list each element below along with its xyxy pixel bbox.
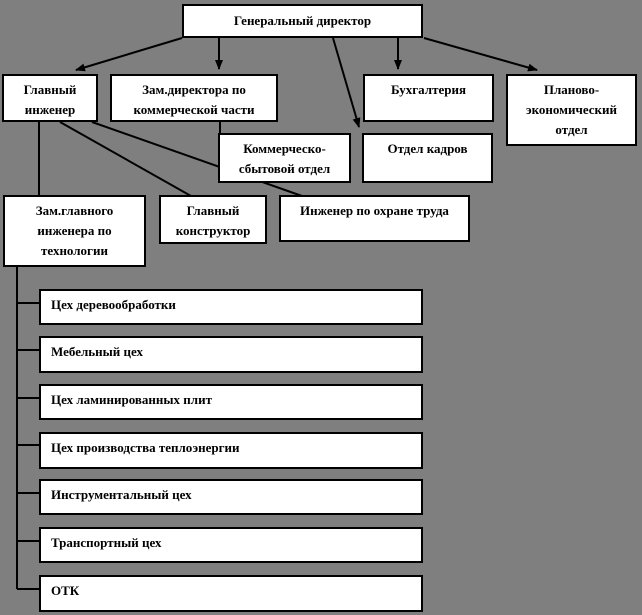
org-box-hr-department: Отдел кадров <box>362 133 493 183</box>
org-box-general-director: Генеральный директор <box>182 4 423 38</box>
org-box-deputy-chief-engineer-technology: Зам.главного инженера по технологии <box>3 195 146 267</box>
org-box-quality-control: ОТК <box>39 575 423 612</box>
org-box-commercial-sales-department: Коммерческо- сбытовой отдел <box>218 133 351 183</box>
org-box-labor-safety-engineer: Инженер по охране труда <box>279 195 470 242</box>
org-box-planning-economic-department: Планово- экономический отдел <box>506 74 637 146</box>
org-box-workshop-heat-energy: Цех производства теплоэнергии <box>39 432 423 469</box>
org-box-workshop-laminated-boards: Цех ламинированных плит <box>39 384 423 420</box>
org-box-chief-engineer: Главный инженер <box>2 74 98 122</box>
org-box-workshop-transport: Транспортный цех <box>39 527 423 563</box>
org-box-deputy-director-commercial: Зам.директора по коммерческой части <box>110 74 278 122</box>
org-box-accounting: Бухгалтерия <box>363 74 494 122</box>
org-box-workshop-tools: Инструментальный цех <box>39 479 423 515</box>
org-box-workshop-furniture: Мебельный цех <box>39 336 423 373</box>
org-box-chief-designer: Главный конструктор <box>159 195 267 244</box>
org-box-workshop-woodworking: Цех деревообработки <box>39 289 423 325</box>
